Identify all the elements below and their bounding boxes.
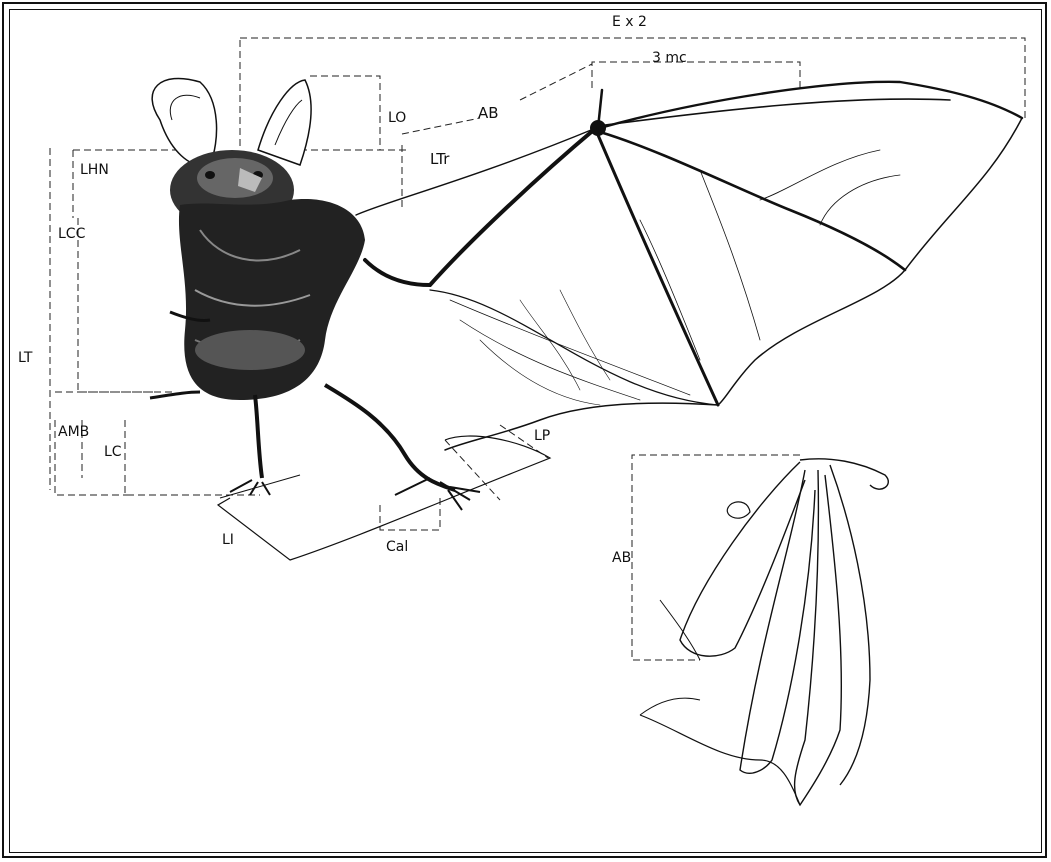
measurement-labels: E x 2 3 mc AB LO LTr LHN LCC LT AMB LC L… xyxy=(18,14,687,566)
label-calcar: Cal xyxy=(386,539,408,555)
main-wing xyxy=(356,82,1022,450)
label-head-body: LHN xyxy=(80,162,109,178)
label-wingspan: E x 2 xyxy=(612,14,647,30)
label-inset-forearm: AB xyxy=(612,550,631,566)
label-head-trunk: LCC xyxy=(58,226,86,242)
label-foot: LP xyxy=(534,428,550,444)
label-forearm: AB xyxy=(478,104,499,122)
label-total-length: LT xyxy=(18,350,33,366)
uropatagium-outline xyxy=(218,436,550,560)
label-tragus: LTr xyxy=(430,150,450,168)
label-hind-leg: AMB xyxy=(58,424,89,440)
label-uropatagium: LI xyxy=(222,532,234,548)
label-third-metacarpal: 3 mc xyxy=(652,50,687,66)
bat-body xyxy=(150,78,480,510)
inset-wing xyxy=(640,459,888,805)
label-ear-length: LO xyxy=(388,110,406,126)
label-tail: LC xyxy=(104,444,122,460)
